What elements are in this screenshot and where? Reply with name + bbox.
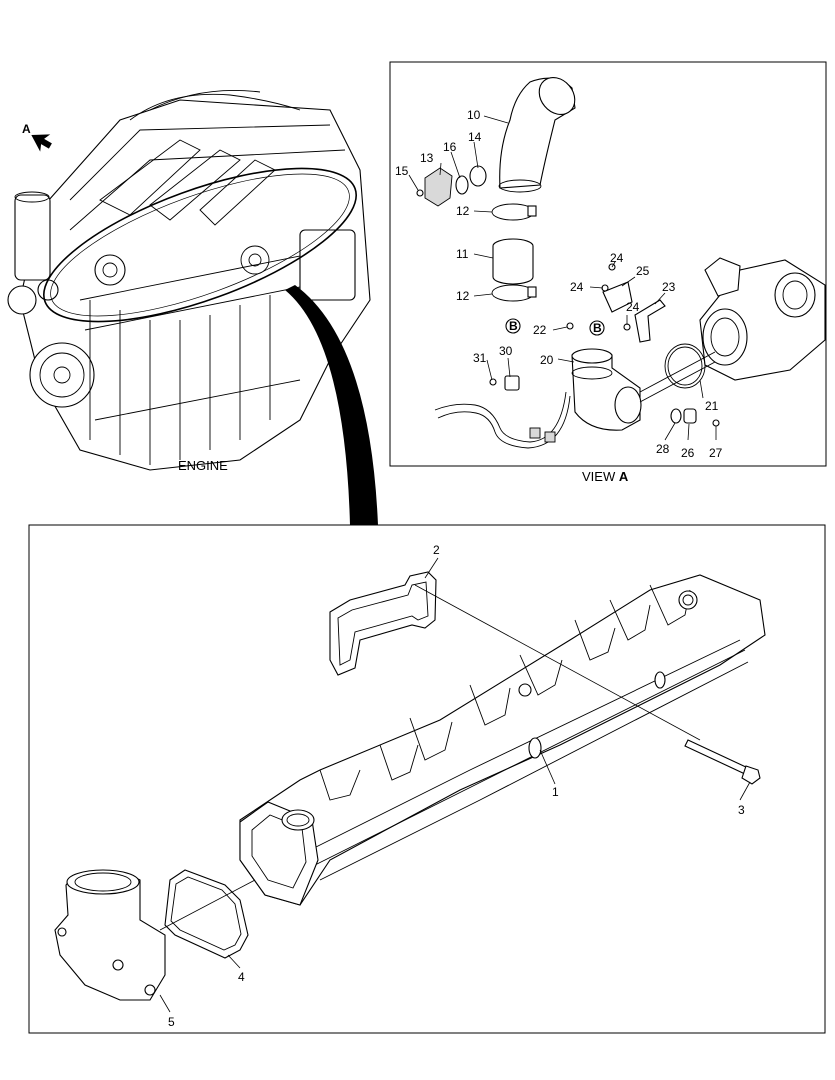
view-a-arrow-icon [31, 134, 52, 152]
engine-label: ENGINE [178, 458, 228, 473]
callout-21: 21 [705, 399, 719, 413]
view-a-panel [389, 61, 827, 467]
view-a-parts [416, 76, 826, 449]
callout-10: 10 [467, 108, 481, 122]
callout-1: 1 [552, 785, 559, 799]
callout-4: 4 [238, 970, 245, 984]
section-marker-b-left: B [509, 319, 518, 333]
intake-manifold-panel [28, 524, 826, 1034]
callout-5: 5 [168, 1015, 175, 1029]
callout-13: 13 [420, 151, 434, 165]
intake-manifold-leaders [159, 557, 751, 1013]
callout-2: 2 [433, 543, 440, 557]
engine-illustration [7, 90, 371, 471]
callout-27: 27 [709, 446, 723, 460]
detail-pointer [285, 285, 378, 525]
view-a-leaders [408, 115, 717, 441]
callout-30: 30 [499, 344, 513, 358]
callout-20: 20 [540, 353, 554, 367]
callout-23: 23 [662, 280, 676, 294]
callout-12-top: 12 [456, 204, 470, 218]
callout-28: 28 [656, 442, 670, 456]
callout-16: 16 [443, 140, 457, 154]
view-a-marker: A [22, 122, 31, 136]
callout-14: 14 [468, 130, 482, 144]
callout-25: 25 [636, 264, 650, 278]
callout-24-mid: 24 [570, 280, 584, 294]
callout-3: 3 [738, 803, 745, 817]
callout-11: 11 [456, 247, 469, 261]
intake-manifold-parts [54, 571, 766, 1001]
callout-26: 26 [681, 446, 695, 460]
section-marker-b-right: B [593, 321, 602, 335]
callout-15: 15 [395, 164, 409, 178]
view-a-caption: VIEW A [582, 469, 629, 484]
callout-24-top: 24 [610, 251, 624, 265]
callout-31: 31 [473, 351, 487, 365]
callout-22: 22 [533, 323, 547, 337]
callout-12-bottom: 12 [456, 289, 470, 303]
callout-24-right: 24 [626, 300, 640, 314]
